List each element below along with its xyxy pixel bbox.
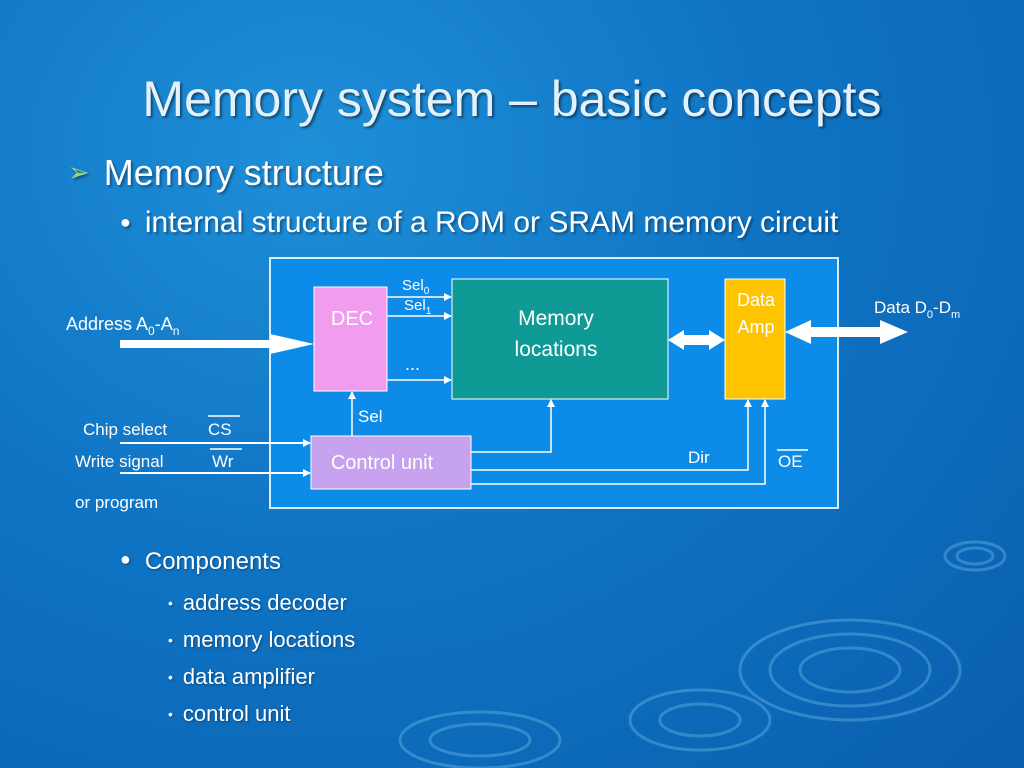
memory-label-line1: Memory	[518, 307, 594, 330]
oe-line	[471, 399, 769, 485]
control-memory-line	[471, 399, 555, 453]
small-bullet-icon: •	[168, 595, 173, 611]
or-program-label: or program	[75, 493, 158, 512]
bullet-memory-structure: ➢ Memory structure	[68, 152, 384, 194]
oe-label: OE	[778, 452, 803, 471]
slide-title: Memory system – basic concepts	[142, 71, 882, 127]
sub-bullet-internal-structure: ● internal structure of a ROM or SRAM mem…	[120, 206, 838, 240]
memory-locations-block	[451, 278, 669, 400]
write-signal-label: Write signal	[75, 452, 164, 471]
sel0-label: Sel0	[402, 277, 430, 297]
data-label: Data D0-Dm	[874, 298, 960, 321]
sel-label: Sel	[358, 407, 383, 426]
bullet-text: Memory structure	[103, 152, 384, 193]
arrow-bullet-icon: ➢	[68, 157, 90, 187]
component-memory-locations: memory locations	[182, 627, 356, 652]
small-bullet-icon: •	[168, 706, 173, 722]
control-unit-label: Control unit	[331, 452, 434, 474]
list-item: • memory locations	[168, 627, 355, 664]
small-bullet-icon: •	[168, 669, 173, 685]
data-amp-label-line2: Amp	[737, 317, 774, 337]
wr-label: Wr	[212, 452, 234, 471]
sub-bullet-text: internal structure of a ROM or SRAM memo…	[144, 206, 839, 239]
address-label: Address A0-An	[66, 314, 179, 338]
list-item: • data amplifier	[168, 664, 355, 701]
address-bus-arrow	[120, 334, 314, 354]
components-heading: Components	[144, 548, 281, 575]
dir-label: Dir	[688, 448, 710, 467]
sel1-label: Sel1	[404, 297, 432, 317]
dot-bullet-icon: ●	[120, 549, 131, 569]
small-bullet-icon: •	[168, 632, 173, 648]
control-unit-block	[310, 435, 472, 490]
data-amp-label-line1: Data	[737, 290, 776, 310]
memory-amp-bus-arrow	[668, 330, 725, 350]
memory-label-line2: locations	[515, 338, 598, 361]
components-bullet: ● Components	[120, 548, 281, 576]
cs-label: CS	[208, 420, 232, 439]
list-item: • control unit	[168, 701, 355, 738]
components-list: • address decoder • memory locations • data…	[168, 590, 355, 738]
dir-line	[471, 399, 752, 471]
ellipsis-label: ...	[405, 354, 420, 374]
list-item: • address decoder	[168, 590, 355, 627]
dec-block	[313, 286, 388, 392]
component-control-unit: control unit	[182, 701, 291, 726]
data-amp-block	[724, 278, 786, 400]
data-bus-arrow	[785, 320, 908, 344]
component-data-amplifier: data amplifier	[182, 664, 315, 689]
dot-bullet-icon: ●	[120, 212, 131, 232]
dec-label: DEC	[331, 308, 373, 330]
chip-select-label: Chip select	[83, 420, 167, 439]
component-address-decoder: address decoder	[182, 590, 347, 615]
